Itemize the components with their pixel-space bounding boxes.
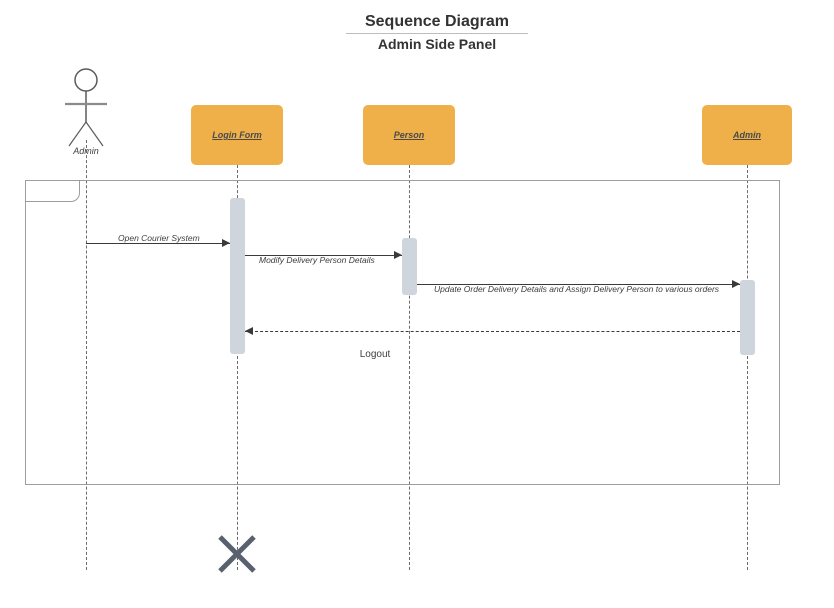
- title-divider: [346, 33, 528, 34]
- actor-admin: Admin: [55, 68, 117, 163]
- participant-label-admin-system: Admin: [733, 130, 761, 140]
- person-activation[interactable]: [402, 238, 417, 295]
- participant-person[interactable]: Person: [363, 105, 455, 165]
- stick-figure-actor-icon: [65, 68, 107, 147]
- message-label-logout: Logout: [359, 349, 391, 360]
- participant-label-login-form: Login Form: [212, 130, 262, 140]
- message-arrowhead-logout: [245, 327, 253, 335]
- destruction-x-icon: [218, 535, 256, 573]
- actor-label: Admin: [73, 146, 99, 156]
- sequence-frame: [25, 180, 780, 485]
- message-arrowhead-open-courier-system: [222, 239, 230, 247]
- admin-lifeline: [747, 165, 748, 570]
- message-label-update-order-delivery-details: Update Order Delivery Details and Assign…: [434, 284, 720, 294]
- participant-login-form[interactable]: Login Form: [191, 105, 283, 165]
- login-form-lifeline: [237, 165, 238, 570]
- message-line-logout: [245, 331, 740, 332]
- message-line-open-courier-system: [86, 243, 230, 244]
- participant-admin-system[interactable]: Admin: [702, 105, 792, 165]
- message-arrowhead-modify-delivery-person-details: [394, 251, 402, 259]
- message-line-modify-delivery-person-details: [245, 255, 402, 256]
- message-line-update-order-delivery-details: [417, 284, 740, 285]
- admin-activation[interactable]: [740, 280, 755, 355]
- message-label-open-courier-system: Open Courier System: [118, 233, 200, 243]
- login-form-activation[interactable]: [230, 198, 245, 354]
- actor-lifeline: [86, 140, 87, 570]
- login-form-destruction: [216, 533, 258, 575]
- message-arrowhead-update-order-delivery-details: [732, 280, 740, 288]
- participant-label-person: Person: [393, 130, 425, 140]
- sequence-frame-tab: [25, 180, 80, 202]
- person-lifeline: [409, 165, 410, 570]
- message-label-modify-delivery-person-details: Modify Delivery Person Details: [259, 255, 375, 265]
- page-subtitle: Admin Side Panel: [377, 36, 497, 52]
- page-title: Sequence Diagram: [364, 13, 510, 30]
